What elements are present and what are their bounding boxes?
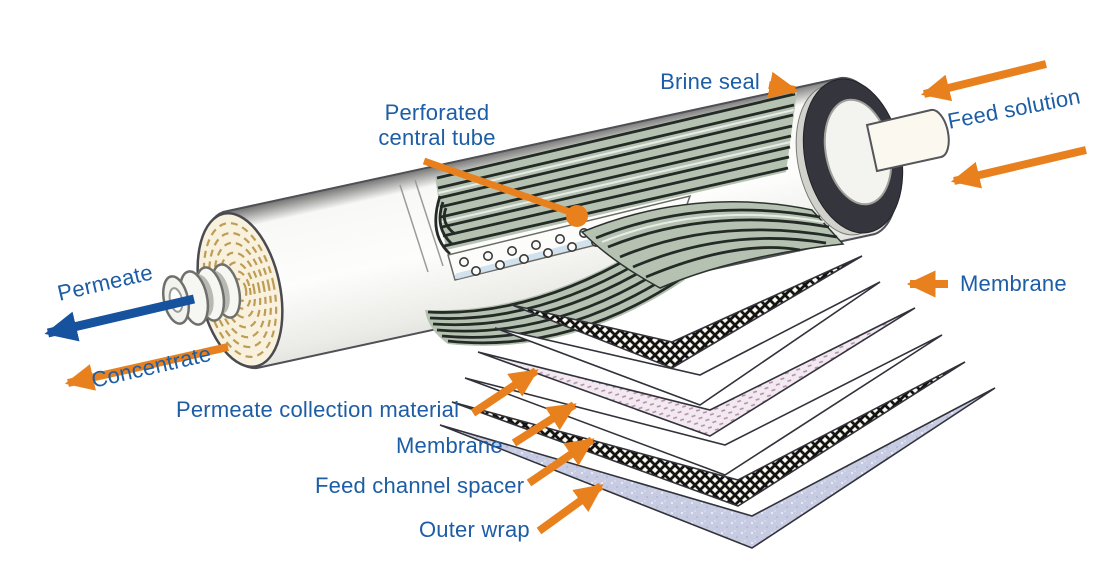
membrane-lower-arrow-icon (511, 401, 577, 447)
concentrate-arrow-icon (64, 343, 229, 391)
annotation-arrows (44, 60, 1087, 535)
feed-tube (865, 108, 950, 173)
sheet-feed-spacer-2 (451, 361, 966, 507)
brine-seal-label: Brine seal (660, 69, 760, 94)
perforated-central-tube-label: Perforated central tube (378, 100, 496, 150)
outer-wrap-label: Outer wrap (419, 517, 530, 542)
permeate-collection-material-label: Permeate collection material (176, 397, 460, 422)
roll-flap (580, 201, 845, 289)
central-tube-leader-dot (566, 205, 588, 227)
feed-channel-spacer-label: Feed channel spacer (315, 473, 525, 498)
brine-seal-arrow-icon (767, 71, 799, 99)
permeate-arrow-icon (44, 294, 196, 342)
sheet-membrane-1 (494, 281, 881, 406)
membrane-lower-label: Membrane (396, 433, 503, 458)
permeate-tube (161, 263, 242, 326)
membrane-right-label: Membrane (960, 271, 1067, 296)
central-tube-leader-line (422, 157, 572, 216)
collection-material-arrow-icon (470, 367, 539, 417)
feed-spacer-arrow-icon (526, 436, 595, 487)
feed-bottom-arrow-icon (950, 146, 1087, 189)
outer-wrap-arrow-icon (536, 482, 604, 535)
sheet-collection-material (477, 307, 916, 437)
sheet-feed-spacer-1 (511, 255, 863, 369)
feed-top-arrow-icon (920, 60, 1047, 102)
